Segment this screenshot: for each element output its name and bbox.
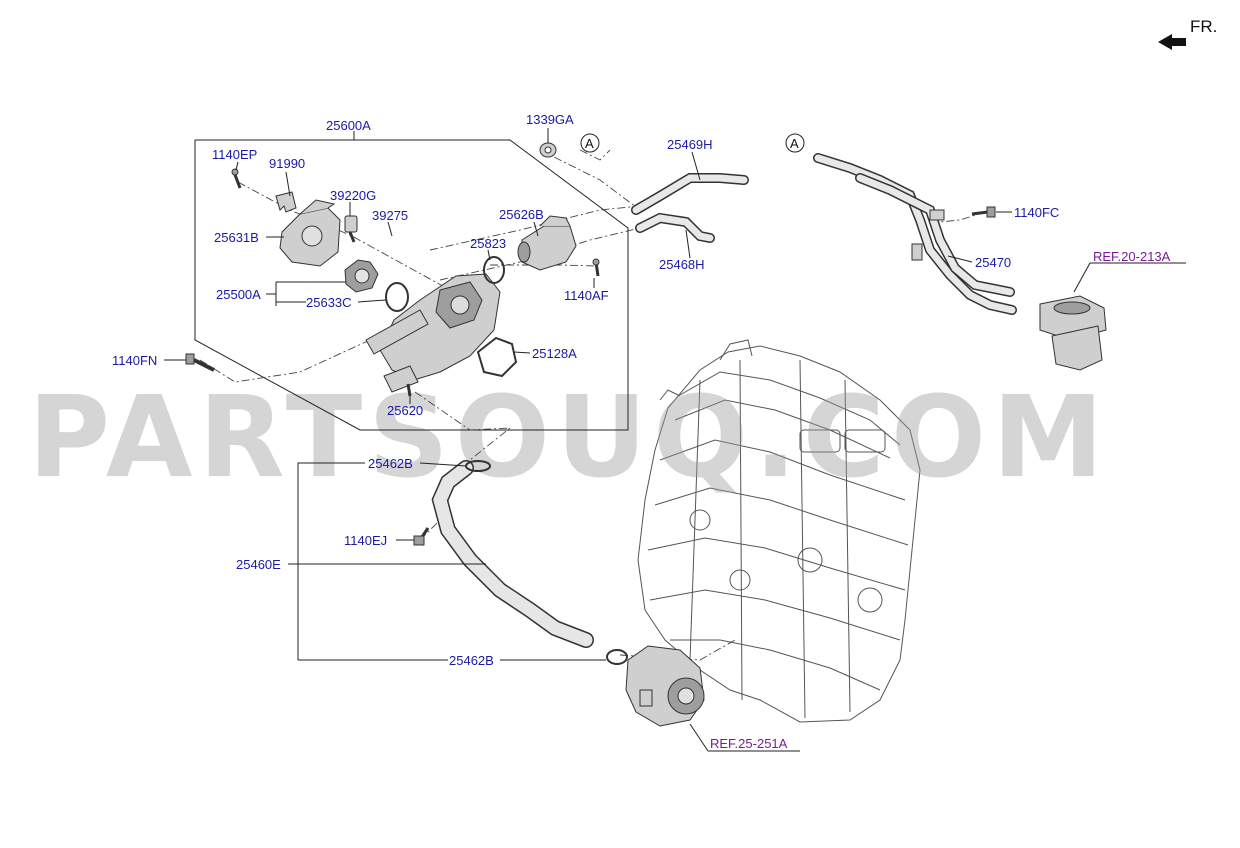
- label-39220G: 39220G: [330, 188, 376, 203]
- gasket-25633C: [385, 282, 409, 312]
- cover-25631B: [279, 199, 341, 267]
- ref-link-25-251A[interactable]: REF.25-251A: [710, 736, 788, 751]
- label-1140AF: 1140AF: [564, 288, 609, 303]
- svg-text:A: A: [585, 136, 594, 151]
- label-25460E: 25460E: [236, 557, 281, 572]
- label-25462B-bottom: 25462B: [449, 653, 494, 668]
- watermark-text: PARTSOUQ.COM: [28, 373, 1110, 503]
- label-25469H: 25469H: [667, 137, 713, 152]
- bolt-1140FN: [185, 353, 215, 372]
- gasket-25823: [483, 256, 505, 284]
- grommet-1339GA: [539, 142, 557, 158]
- hose-25460E: [431, 460, 594, 648]
- label-1339GA: 1339GA: [526, 112, 574, 127]
- callout-a-top: A: [580, 133, 600, 153]
- engine-block: [637, 339, 921, 723]
- hose-25468H: [635, 212, 715, 243]
- label-1140FC: 1140FC: [1014, 205, 1059, 220]
- front-direction-label: FR.: [1190, 17, 1217, 36]
- label-25620: 25620: [387, 403, 423, 418]
- bolt-1140AF: [592, 258, 600, 277]
- sensor-39220G: [344, 215, 358, 243]
- label-25468H: 25468H: [659, 257, 705, 272]
- label-25500A: 25500A: [216, 287, 261, 302]
- label-1140EP: 1140EP: [212, 147, 257, 162]
- label-1140FN: 1140FN: [112, 353, 157, 368]
- thermostat-25500A: [344, 259, 379, 293]
- gasket-25128A: [476, 336, 518, 378]
- label-25128A: 25128A: [532, 346, 577, 361]
- housing-25620: [365, 273, 501, 397]
- pipe-assembly-25470: [813, 153, 1017, 315]
- label-1140EJ: 1140EJ: [344, 533, 387, 548]
- label-25631B: 25631B: [214, 230, 259, 245]
- water-pump: [625, 645, 705, 727]
- svg-text:A: A: [790, 136, 799, 151]
- callout-a-right: A: [785, 133, 805, 153]
- bolt-1140FC: [971, 206, 996, 218]
- label-25823: 25823: [470, 236, 506, 251]
- leader-lines: [164, 128, 1186, 752]
- fitting-25626B: [517, 215, 577, 271]
- ref-link-20-213A[interactable]: REF.20-213A: [1093, 249, 1171, 264]
- bolt-1140EJ: [413, 527, 430, 546]
- label-91990: 91990: [269, 156, 305, 171]
- label-25633C: 25633C: [306, 295, 352, 310]
- o-ring-25462B-bottom: [606, 649, 628, 665]
- front-arrow-icon: [1158, 34, 1186, 50]
- label-25600A: 25600A: [326, 118, 371, 133]
- oil-filter: [1039, 295, 1107, 371]
- label-25626B: 25626B: [499, 207, 544, 222]
- bolt-1140EP: [231, 168, 242, 189]
- hose-25469H: [631, 173, 749, 215]
- label-25462B-top: 25462B: [368, 456, 413, 471]
- assembly-outline-25600A: [194, 139, 629, 431]
- bracket-91990: [275, 191, 297, 213]
- label-39275: 39275: [372, 208, 408, 223]
- label-25470: 25470: [975, 255, 1011, 270]
